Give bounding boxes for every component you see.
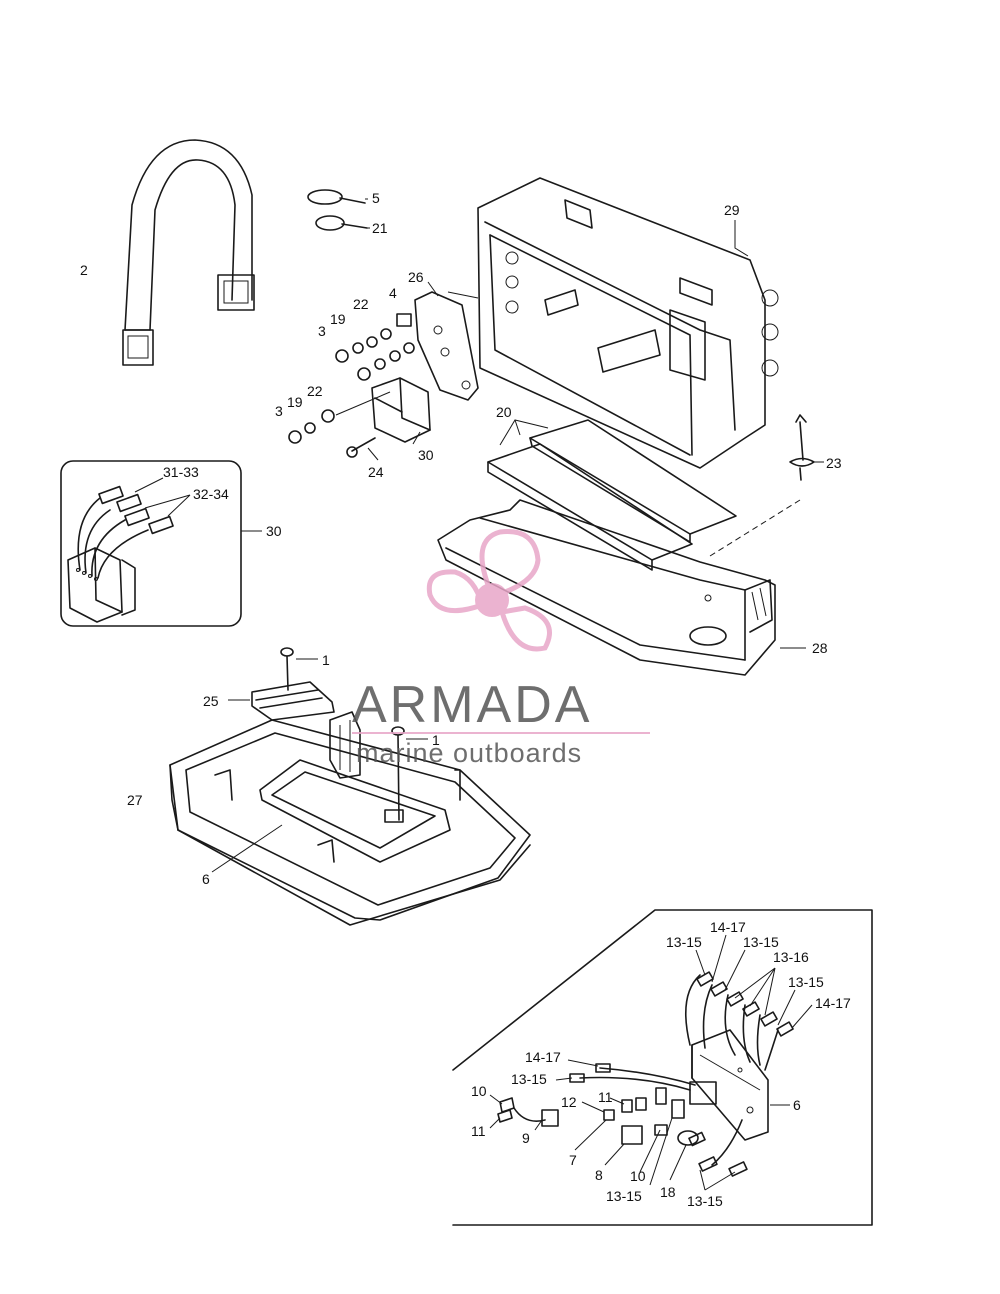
label-board-main: 6 — [202, 871, 210, 887]
label-relay-wire-a: 31-33 — [163, 464, 199, 480]
propeller-logo-icon — [426, 529, 552, 652]
label-detail-7: 7 — [569, 1152, 577, 1168]
label-relay-wire-b: 32-34 — [193, 486, 229, 502]
label-nut-b: 3 — [275, 403, 283, 419]
label-tray: 27 — [127, 792, 143, 808]
watermark-brand: ARMADA — [352, 676, 592, 734]
label-cable-tie-2: 21 — [372, 220, 388, 236]
label-nut-a: 3 — [318, 323, 326, 339]
label-screw-bolt: 24 — [368, 464, 384, 480]
pin-part — [709, 414, 824, 557]
harness-clip-parts — [228, 681, 335, 721]
label-bolt-top: 1 — [322, 652, 330, 668]
label-bracket: 26 — [408, 269, 424, 285]
label-washer-a: 22 — [353, 296, 369, 312]
label-detail-8: 8 — [595, 1167, 603, 1183]
nut-washer-stack — [288, 313, 415, 444]
label-detail-11-mid: 11 — [598, 1089, 613, 1105]
label-detail-13-15-bottom-a: 13-15 — [606, 1188, 642, 1204]
label-lock-washer-b: 19 — [287, 394, 303, 410]
label-detail-11-bottom: 11 — [471, 1123, 486, 1139]
label-detail-6: 6 — [793, 1097, 801, 1113]
watermark: ARMADA marine outboards — [352, 529, 650, 768]
bolt-parts — [280, 647, 428, 821]
callout-labels: 2 5 21 29 26 4 22 19 3 22 19 3 30 24 20 … — [80, 190, 851, 1209]
label-strap: 2 — [80, 262, 88, 278]
wiring-detail-inset — [452, 909, 873, 1226]
box-base-part — [437, 499, 806, 676]
label-detail-13-15-a: 13-15 — [666, 934, 702, 950]
box-cover-part — [477, 177, 779, 469]
label-harness-clips: 25 — [203, 693, 219, 709]
label-detail-14-17-left: 14-17 — [525, 1049, 561, 1065]
label-pin: 23 — [826, 455, 842, 471]
label-relay-detail: 30 — [266, 523, 282, 539]
label-detail-13-15-left: 13-15 — [511, 1071, 547, 1087]
label-detail-13-15-b: 13-15 — [743, 934, 779, 950]
label-spacer: 4 — [389, 285, 397, 301]
label-relay-main: 30 — [418, 447, 434, 463]
label-detail-14-17-right: 14-17 — [815, 995, 851, 1011]
pads-part — [487, 419, 737, 571]
strap-part — [122, 139, 255, 366]
relay-part — [346, 377, 431, 461]
label-detail-12: 12 — [561, 1094, 577, 1110]
watermark-tagline: marine outboards — [356, 738, 582, 768]
bracket-part — [414, 281, 479, 401]
label-washer-b: 22 — [307, 383, 323, 399]
tray-part — [169, 711, 531, 926]
label-detail-13-15-c: 13-15 — [788, 974, 824, 990]
label-cable-tie: 5 — [372, 190, 380, 206]
label-detail-10-top: 10 — [471, 1083, 487, 1099]
label-detail-10-bottom: 10 — [630, 1168, 646, 1184]
label-detail-9: 9 — [522, 1130, 530, 1146]
label-bolt-mid: 1 — [432, 732, 440, 748]
label-box-cover: 29 — [724, 202, 740, 218]
board-part — [211, 759, 451, 873]
cable-tie-parts — [307, 189, 370, 231]
relay-detail-inset — [60, 460, 262, 627]
label-detail-13-16: 13-16 — [773, 949, 809, 965]
label-detail-18: 18 — [660, 1184, 676, 1200]
label-box-base: 28 — [812, 640, 828, 656]
label-lock-washer-a: 19 — [330, 311, 346, 327]
label-detail-14-17-top: 14-17 — [710, 919, 746, 935]
label-pads: 20 — [496, 404, 512, 420]
label-detail-13-15-bottom-b: 13-15 — [687, 1193, 723, 1209]
